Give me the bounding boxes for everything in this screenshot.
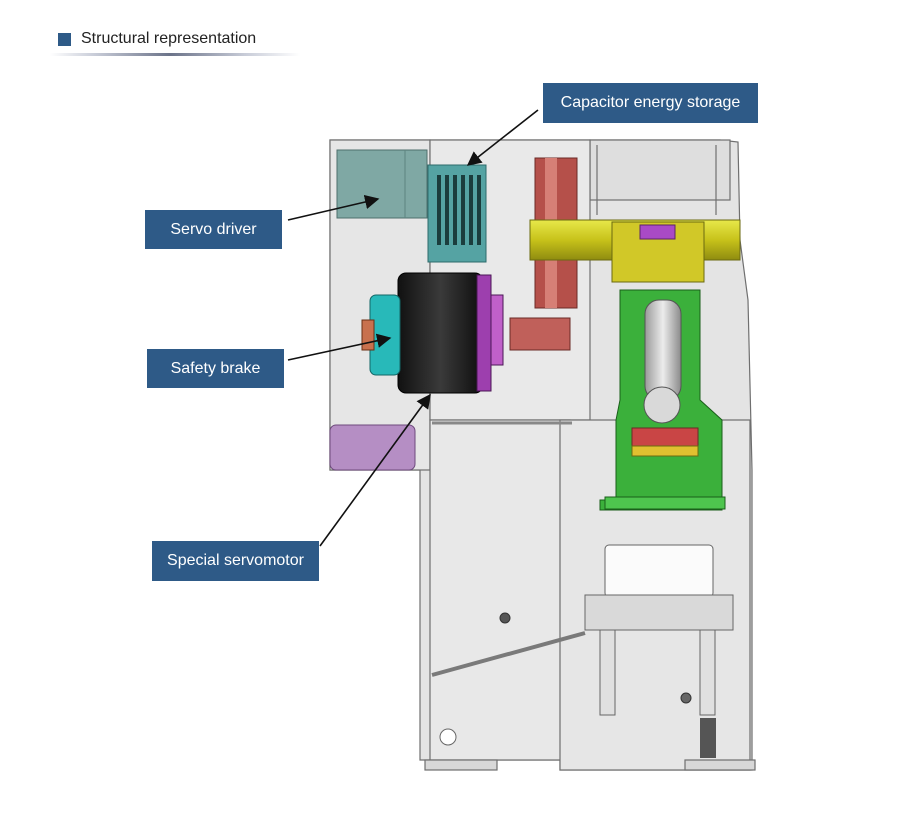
header-divider (50, 53, 300, 56)
die-set (584, 544, 734, 716)
section-header: Structural representation (58, 28, 256, 50)
section-marker-icon (58, 32, 71, 46)
frame-hole-icon (680, 692, 692, 704)
crankshaft (529, 219, 741, 283)
foot-slot (700, 718, 716, 758)
callout-capacitor-energy-storage: Capacitor energy storage (543, 83, 758, 123)
capacitor-unit (427, 164, 487, 263)
slider-assembly (599, 289, 726, 511)
callout-servo-driver: Servo driver (145, 210, 282, 249)
callout-safety-brake: Safety brake (147, 349, 284, 388)
servo-driver-unit (336, 149, 428, 219)
callout-special-servomotor: Special servomotor (152, 541, 319, 581)
lower-housing (329, 424, 416, 471)
servomotor-unit (361, 272, 504, 394)
frame-hole-icon (439, 728, 457, 746)
frame-hole-icon (499, 612, 511, 624)
leader-lines (287, 109, 539, 547)
section-title: Structural representation (81, 30, 257, 47)
